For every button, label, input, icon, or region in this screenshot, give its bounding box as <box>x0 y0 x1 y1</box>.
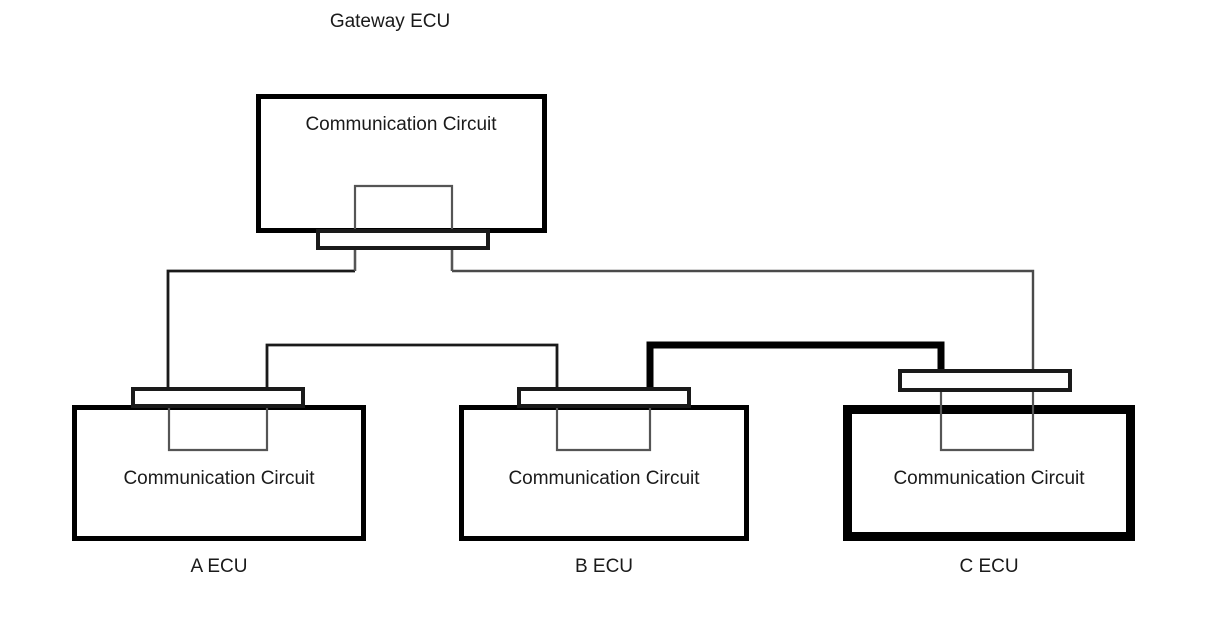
b-ecu-connector[interactable] <box>517 387 691 408</box>
bus-link-gateway-to-c <box>452 269 1035 374</box>
gateway-inner-stub <box>353 184 454 271</box>
c-ecu-inner-stub <box>939 390 1035 452</box>
bus-link-a-to-b <box>265 343 559 393</box>
b-ecu-box-label: Communication Circuit <box>508 468 700 489</box>
node-gateway[interactable]: Communication Circuit <box>256 94 547 272</box>
a-ecu-box-label: Communication Circuit <box>123 468 315 489</box>
a-ecu-connector[interactable] <box>131 387 305 408</box>
diagram-title: Gateway ECU <box>330 11 450 32</box>
gateway-box-label: Communication Circuit <box>305 114 497 135</box>
a-ecu-box[interactable] <box>72 405 366 541</box>
b-ecu-inner-stub <box>555 389 652 452</box>
gateway-connector[interactable] <box>316 229 490 250</box>
c-ecu-box-label: Communication Circuit <box>893 468 1085 489</box>
c-ecu-connector[interactable] <box>898 369 1072 392</box>
node-b-ecu[interactable]: Communication Circuit B ECU <box>459 387 749 577</box>
c-ecu-caption: C ECU <box>959 556 1018 577</box>
a-ecu-caption: A ECU <box>190 556 247 577</box>
c-ecu-box[interactable] <box>843 405 1135 541</box>
bus-wiring-group <box>166 248 1035 396</box>
bus-link-gateway-to-a <box>166 269 355 393</box>
a-ecu-inner-stub <box>167 389 269 452</box>
node-a-ecu[interactable]: Communication Circuit A ECU <box>72 387 366 577</box>
b-ecu-box[interactable] <box>459 405 749 541</box>
bus-link-b-to-c <box>646 341 945 396</box>
node-c-ecu[interactable]: Communication Circuit C ECU <box>843 369 1135 577</box>
b-ecu-caption: B ECU <box>575 556 633 577</box>
